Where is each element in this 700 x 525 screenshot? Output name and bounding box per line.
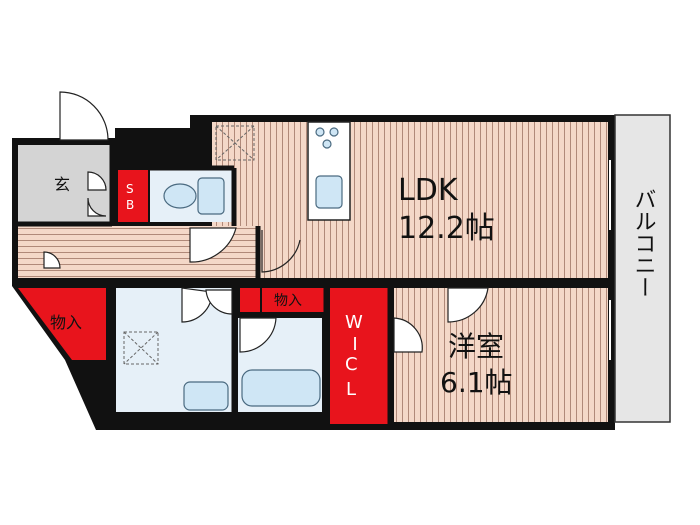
wic-label-w: W xyxy=(345,312,363,333)
entrance-label: 玄 xyxy=(54,175,70,194)
toilet-fixture xyxy=(163,177,225,215)
balcony-label: バルコニー xyxy=(631,188,656,298)
western-room-floor xyxy=(394,288,608,422)
storage-mid-label: 物入 xyxy=(274,293,302,309)
washing-machine-space xyxy=(123,331,159,365)
wic-label-i: I xyxy=(352,334,357,355)
storage-mid xyxy=(262,288,324,312)
shoe-box-label-b: B xyxy=(126,198,134,212)
storage-left xyxy=(18,288,106,360)
door-swings xyxy=(43,91,489,353)
interior-walls xyxy=(14,145,610,426)
western-size-label: 6.1帖 xyxy=(440,366,513,399)
wic-label-l: L xyxy=(346,379,356,400)
balcony xyxy=(614,114,671,423)
bathtub xyxy=(241,369,321,407)
refrigerator-space xyxy=(215,125,255,161)
ldk-size-label: 12.2帖 xyxy=(398,211,495,246)
wic-label-c: C xyxy=(345,354,358,375)
ldk-floor xyxy=(212,122,608,278)
kitchen-sink xyxy=(315,175,343,209)
shoe-box xyxy=(118,170,148,222)
ldk-name-label: LDK xyxy=(398,173,459,208)
walk-in-closet xyxy=(330,288,388,424)
western-name-label: 洋室 xyxy=(448,330,504,363)
vanity-basin xyxy=(183,381,229,411)
shoe-box-label-s: S xyxy=(126,182,134,196)
stove-burners xyxy=(315,127,339,149)
storage-left-label: 物入 xyxy=(50,313,82,332)
storage-small xyxy=(240,288,260,312)
